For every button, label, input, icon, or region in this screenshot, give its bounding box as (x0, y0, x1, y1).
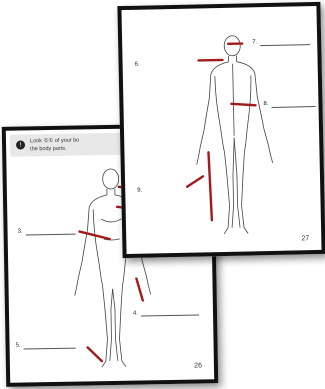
worksheet-page-27: 6. 7. 8. 9. 27 (117, 2, 325, 258)
body-back-figure (121, 6, 321, 254)
page-number-27: 27 (301, 235, 309, 242)
arrow-leg (208, 152, 211, 220)
arrow-foot (88, 347, 102, 361)
arrow-calf (187, 176, 203, 186)
arrow-hand (136, 278, 142, 300)
arrow-shoulder (199, 60, 223, 61)
page-number-26: 26 (194, 362, 202, 369)
arrow-back (231, 103, 255, 106)
